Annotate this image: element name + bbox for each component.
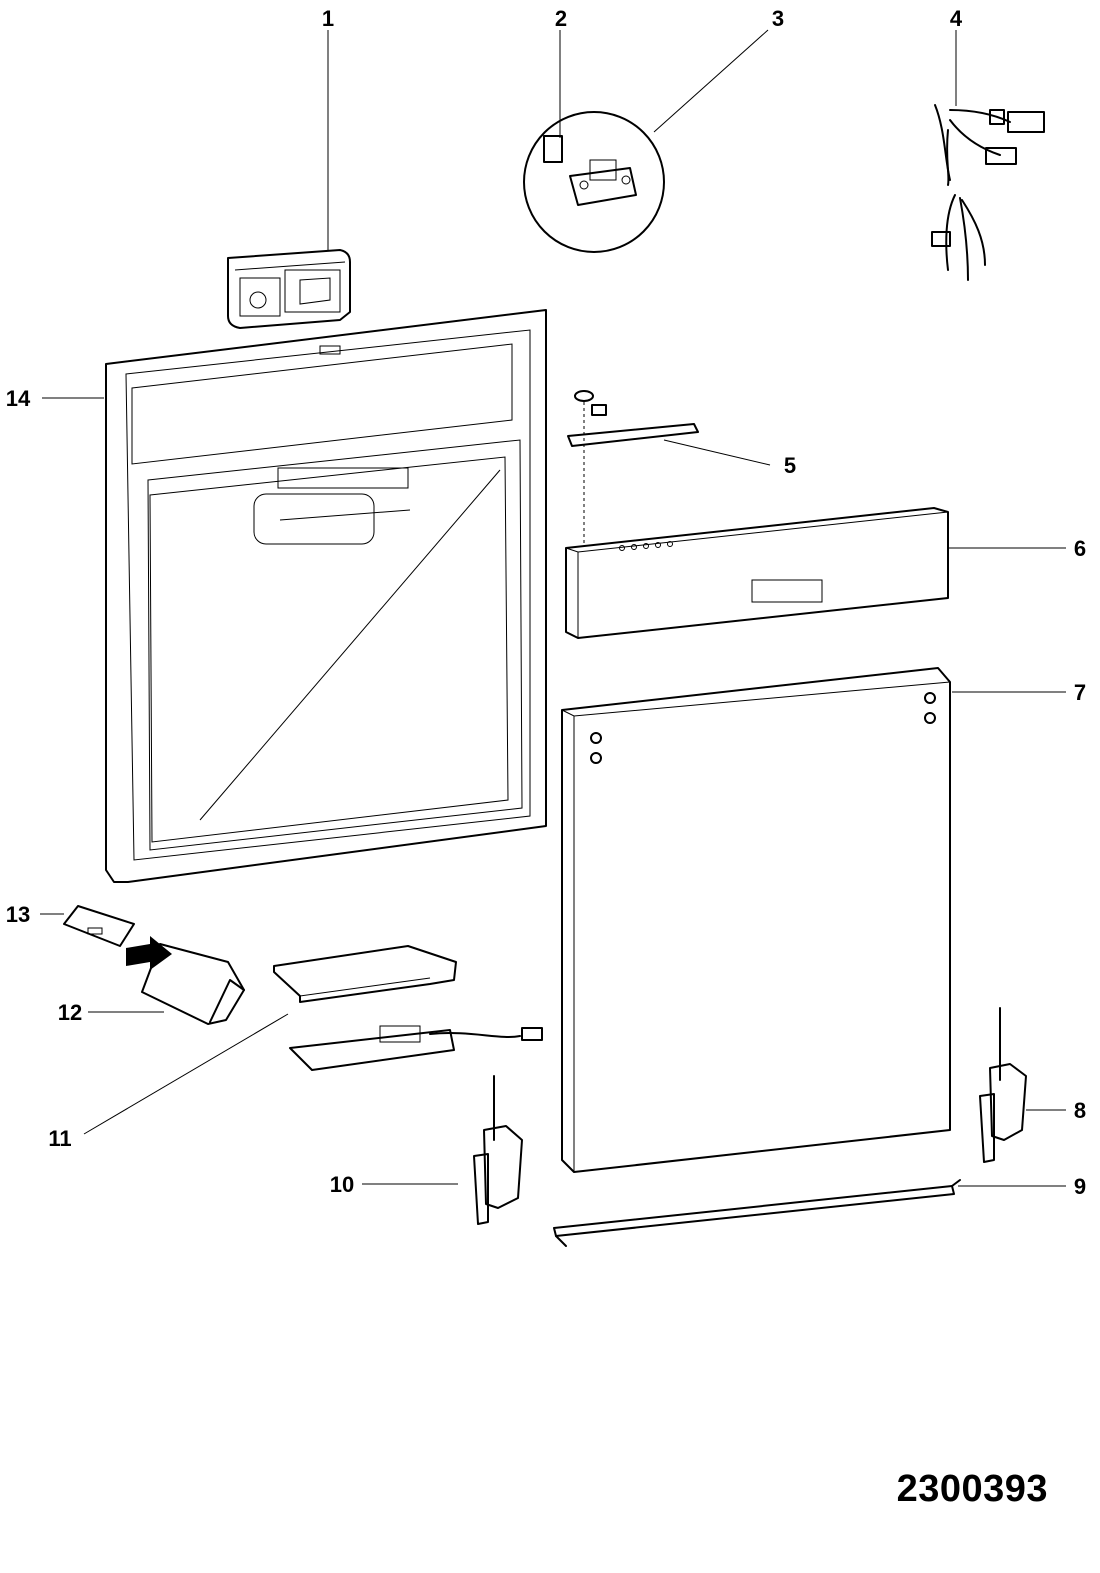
callout-2: 2: [555, 6, 567, 31]
part-12-container: [88, 936, 245, 1025]
part-10-left-hinge: [362, 1075, 523, 1225]
part-7-outer-door: [561, 667, 1066, 1173]
part-11-electronic-board: [83, 945, 543, 1135]
part-8-right-hinge: [979, 1007, 1066, 1163]
callout-1: 1: [322, 6, 334, 31]
callout-10: 10: [330, 1172, 354, 1197]
callout-14: 14: [6, 386, 31, 411]
part-14-inner-door: [42, 309, 547, 883]
callout-9: 9: [1074, 1174, 1086, 1199]
callout-3: 3: [772, 6, 784, 31]
drawing-number: 2300393: [896, 1468, 1048, 1510]
part-4-wiring-harness: [931, 30, 1045, 281]
callout-8: 8: [1074, 1098, 1086, 1123]
part-13-label-card: [40, 905, 135, 947]
callout-4: 4: [950, 6, 963, 31]
part-6-control-panel: [565, 507, 1066, 639]
callout-12: 12: [58, 1000, 82, 1025]
part-1-dispenser: [227, 30, 351, 329]
callout-7: 7: [1074, 680, 1086, 705]
part-5-button-strip: [567, 390, 771, 545]
callout-5: 5: [784, 453, 796, 478]
part-2-3-door-lock: [523, 29, 769, 253]
part-9-rod: [553, 1179, 1066, 1247]
callout-6: 6: [1074, 536, 1086, 561]
callout-11: 11: [48, 1126, 71, 1151]
callout-13: 13: [6, 902, 30, 927]
